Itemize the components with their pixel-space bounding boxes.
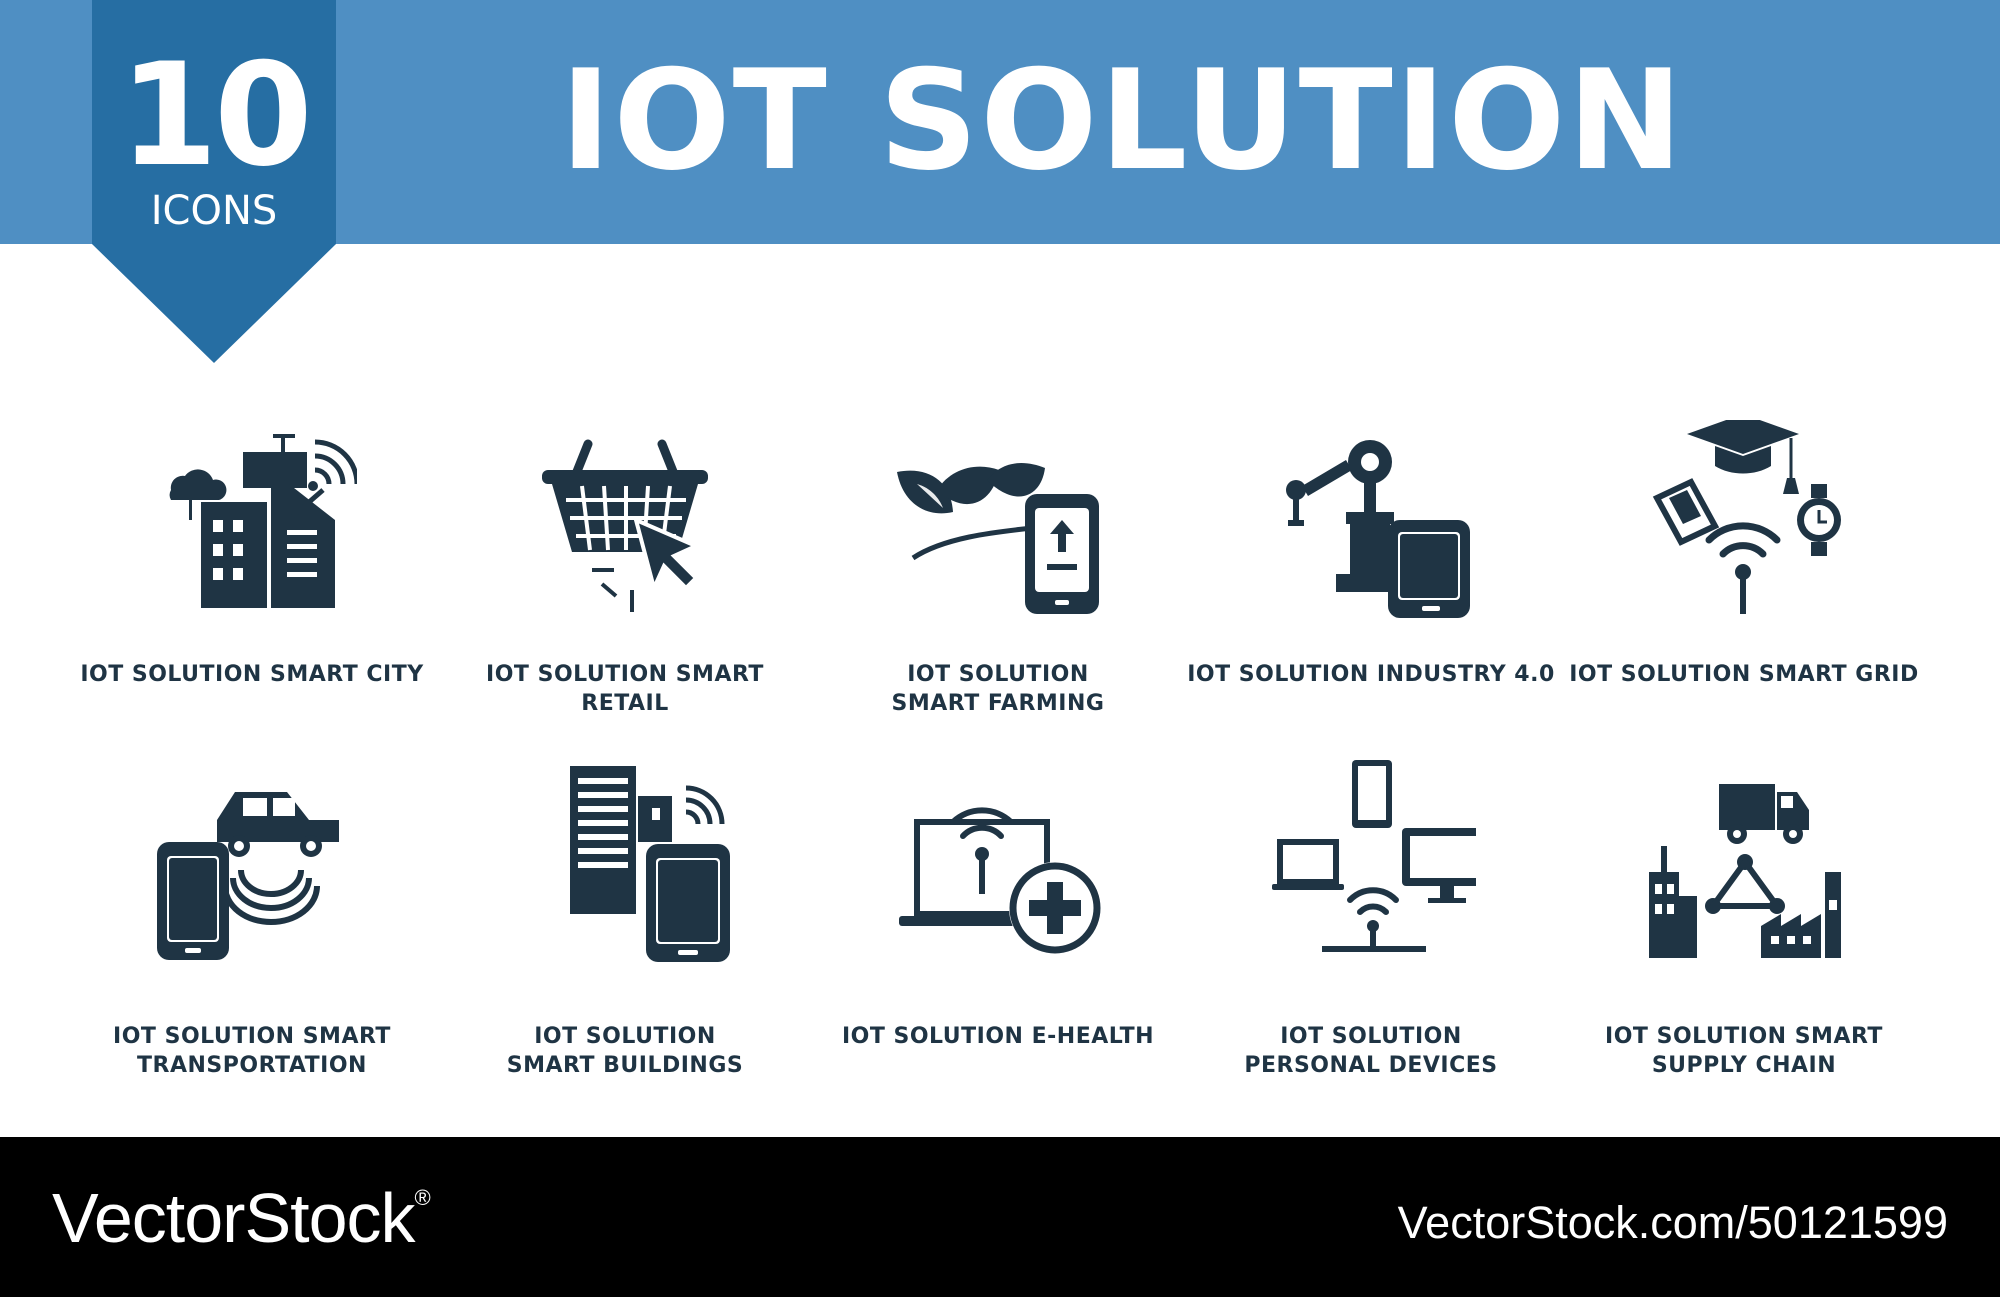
supply-chain-icon bbox=[1649, 784, 1841, 958]
smart-farming-icon bbox=[897, 463, 1099, 614]
icon-label: IOT SOLUTION SMART bbox=[113, 1024, 391, 1049]
smart-retail-icon bbox=[542, 439, 708, 612]
smart-city-icon bbox=[169, 434, 357, 608]
registered-mark: ® bbox=[414, 1185, 431, 1210]
icon-count-badge: 10 ICONS bbox=[92, 0, 336, 365]
icon-count-label: ICONS bbox=[150, 188, 278, 234]
industry-icon bbox=[1286, 440, 1470, 618]
icon-label-line2: SMART BUILDINGS bbox=[506, 1053, 744, 1078]
icon-label: IOT SOLUTION bbox=[534, 1024, 716, 1049]
e-health-icon bbox=[899, 807, 1101, 954]
icon-label: IOT SOLUTION SMART CITY bbox=[80, 662, 424, 687]
icon-label-line2: SUPPLY CHAIN bbox=[1651, 1053, 1837, 1078]
badge-ribbon-shape bbox=[92, 0, 336, 363]
image-url[interactable]: VectorStock.com/50121599 bbox=[1397, 1197, 1948, 1248]
icon-label-line2: TRANSPORTATION bbox=[137, 1053, 367, 1078]
icon-label: IOT SOLUTION SMART GRID bbox=[1569, 662, 1919, 687]
icon-label: IOT SOLUTION SMART bbox=[1605, 1024, 1883, 1049]
icon-label: IOT SOLUTION E-HEALTH bbox=[841, 1024, 1155, 1049]
footer-bar bbox=[0, 1137, 2000, 1297]
icon-label: IOT SOLUTION bbox=[1280, 1024, 1462, 1049]
smart-buildings-icon bbox=[570, 766, 730, 962]
brand-name: VectorStock bbox=[52, 1179, 416, 1257]
personal-devices-icon bbox=[1272, 760, 1476, 952]
smart-grid-icon bbox=[1652, 420, 1841, 614]
icon-label: IOT SOLUTION bbox=[907, 662, 1089, 687]
vectorstock-logo[interactable]: VectorStock® bbox=[52, 1183, 431, 1253]
icon-label: IOT SOLUTION SMART RETAIL bbox=[486, 662, 764, 716]
icon-label-line2: SMART FARMING bbox=[891, 691, 1105, 716]
icon-count: 10 bbox=[119, 33, 313, 198]
icon-label-line2: PERSONAL DEVICES bbox=[1244, 1053, 1498, 1078]
icon-label: IOT SOLUTION INDUSTRY 4.0 bbox=[1187, 662, 1555, 687]
smart-transportation-icon bbox=[157, 792, 339, 960]
page-title: IOT SOLUTION bbox=[560, 40, 1685, 201]
